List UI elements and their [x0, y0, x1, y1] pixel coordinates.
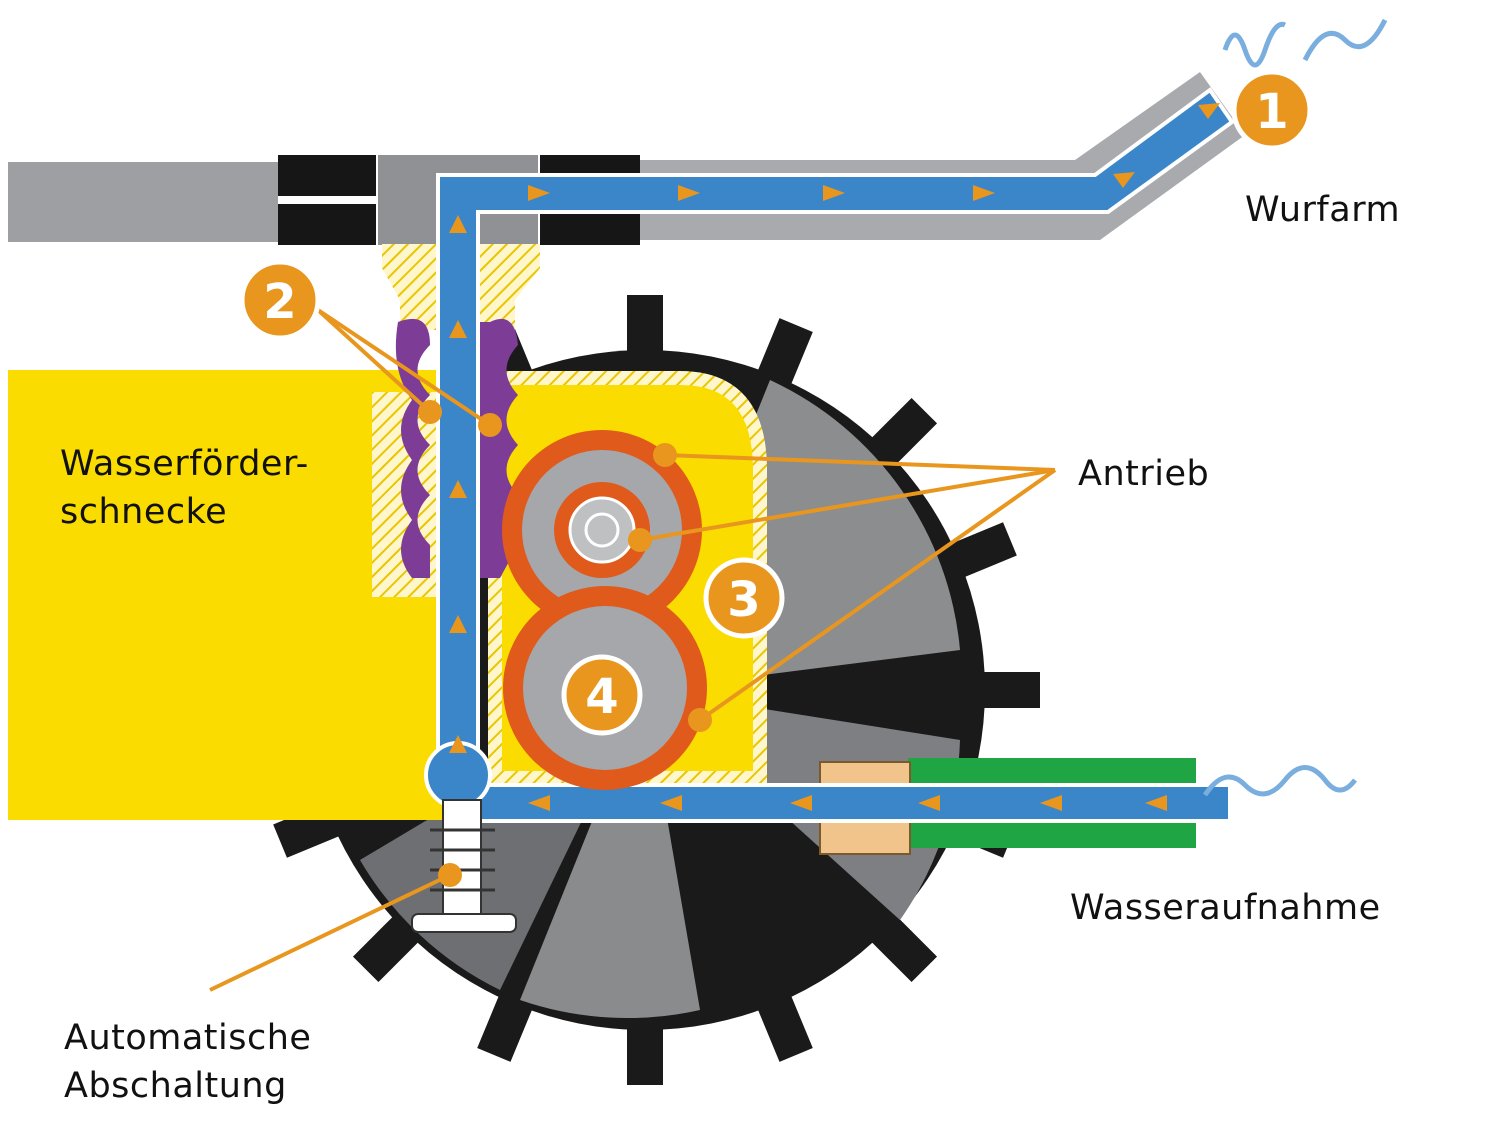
valve-right [478, 318, 518, 578]
shutoff-spring [411, 799, 517, 933]
svg-text:3: 3 [727, 572, 760, 628]
spray-squiggle [1222, 21, 1287, 68]
label-antrieb: Antrieb [1078, 454, 1210, 494]
label-abschaltung-line2: Abschaltung [64, 1066, 287, 1106]
marker-4: 4 [561, 654, 643, 736]
valve-left [395, 318, 430, 578]
marker-3: 3 [703, 557, 785, 639]
flow-arrows [449, 103, 1220, 811]
marker-1: 1 [1231, 69, 1313, 151]
gear-upper [502, 430, 702, 630]
label-wasseraufnahme: Wasseraufnahme [1070, 888, 1381, 928]
svg-text:2: 2 [263, 274, 296, 330]
label-abschaltung-line1: Automatische [64, 1018, 312, 1058]
spray-squiggle [1302, 18, 1388, 62]
svg-text:1: 1 [1255, 84, 1288, 140]
intake-squiggle [1202, 765, 1357, 797]
marker-2: 2 [239, 259, 321, 341]
label-wasserfoerder-line1: Wasserförder- [60, 444, 309, 484]
svg-text:4: 4 [585, 669, 618, 725]
label-wasserfoerder-line2: schnecke [60, 492, 228, 532]
label-wurfarm: Wurfarm [1245, 190, 1401, 230]
callout-lines [209, 308, 1057, 992]
markers: 1 2 3 4 [239, 69, 1313, 736]
housing-left [8, 370, 443, 820]
throwing-arm-pipe [8, 72, 1245, 245]
